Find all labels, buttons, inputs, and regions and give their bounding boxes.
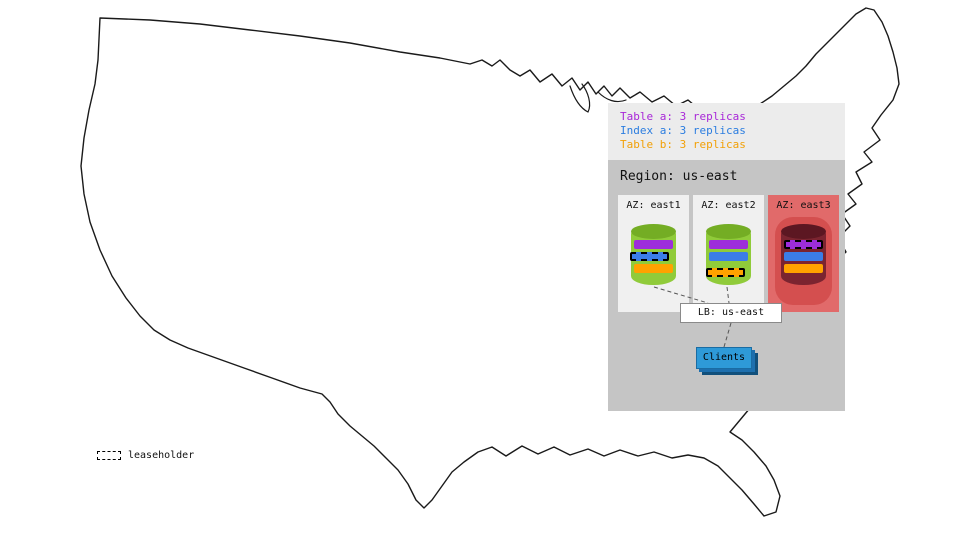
table-a-replica-bar [634,240,673,249]
region-title: Region: us-east [620,169,738,184]
az-east1-label: AZ: east1 [626,200,681,211]
table-a-summary: Table a: 3 replicas [620,110,746,123]
clients-box: Clients [696,347,752,369]
az-east3-label: AZ: east3 [776,200,831,211]
table-b-leaseholder-bar [706,268,745,277]
table-b-replica-bar [634,264,673,273]
table-a-leaseholder-bar [784,240,823,249]
index-a-leaseholder-bar [630,252,669,261]
az-east2: AZ: east2 [693,195,764,312]
az-east1: AZ: east1 [618,195,689,312]
database-cylinder-icon [706,224,751,285]
index-a-replica-bar [784,252,823,261]
leaseholder-key: leaseholder [97,450,194,461]
table-b-replica-bar [784,264,823,273]
table-b-summary: Table b: 3 replicas [620,138,746,151]
table-a-replica-bar [709,240,748,249]
index-a-summary: Index a: 3 replicas [620,124,746,137]
az-row: AZ: east1 AZ: east2 AZ: east3 [618,195,839,312]
great-lakes-detail-icon [569,83,591,113]
database-cylinder-icon [630,224,676,285]
replica-summary-panel: Table a: 3 replicas Index a: 3 replicas … [608,103,845,160]
leaseholder-key-label: leaseholder [128,450,195,461]
region-panel: Region: us-east AZ: east1 AZ: east2 [608,160,845,411]
great-lakes-detail-icon [597,91,627,103]
az-east3-down: AZ: east3 [768,195,839,312]
leaseholder-swatch-icon [97,451,121,460]
index-a-replica-bar [709,252,748,261]
database-cylinder-down-icon [781,224,826,285]
load-balancer: LB: us-east [680,303,782,323]
az-east2-label: AZ: east2 [701,200,756,211]
